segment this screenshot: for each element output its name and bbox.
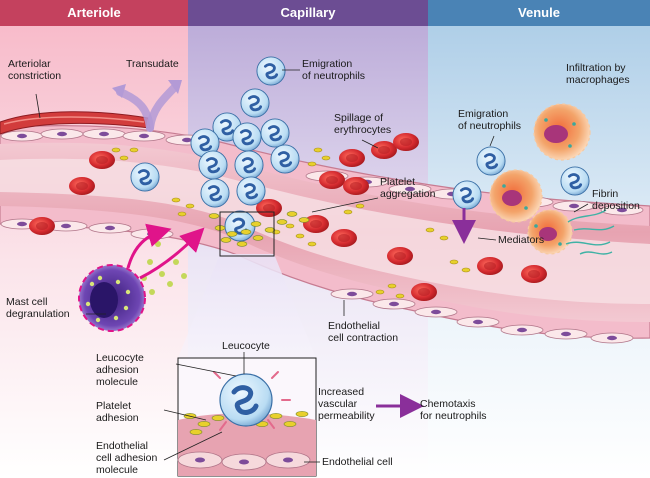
header-capillary: Capillary <box>280 5 336 20</box>
macrophages <box>489 103 591 255</box>
label-transudate: Transudate <box>126 58 179 70</box>
label-platelet-adhesion: Platelet adhesion <box>96 400 139 424</box>
magnifier-source-box <box>219 211 275 257</box>
platelet-aggregate <box>208 211 310 247</box>
label-chemotaxis: Chemotaxis for neutrophils <box>420 398 487 422</box>
fibrin-strands <box>565 209 615 255</box>
platelets <box>111 147 471 299</box>
header-venule: Venule <box>518 5 560 20</box>
label-mediators: Mediators <box>498 234 545 246</box>
venule-header-bar <box>428 0 650 26</box>
degranulation-arrows <box>126 223 205 280</box>
header-arteriole: Arteriole <box>67 5 121 20</box>
transudate-arrows <box>112 80 182 132</box>
magnifier-beam <box>178 254 316 358</box>
label-emigration-neutrophils-top: Emigration of neutrophils <box>302 58 366 82</box>
label-endothelial-adhesion-molecule: Endothelial cell adhesion molecule <box>96 440 158 476</box>
leader-lines <box>35 69 589 463</box>
label-leucocyte: Leucocyte <box>222 340 270 352</box>
label-increased-permeability: Increased vascular permeability <box>318 386 375 422</box>
label-emigration-neutrophils-right: Emigration of neutrophils <box>458 108 522 132</box>
label-arteriolar-constriction: Arteriolar constriction <box>8 58 62 82</box>
label-mast-cell-degranulation: Mast cell degranulation <box>6 296 70 320</box>
label-leucocyte-adhesion-molecule: Leucocyte adhesion molecule <box>96 352 144 388</box>
arteriole-header-bar <box>0 0 188 26</box>
label-spillage-erythrocytes: Spillage of erythrocytes <box>334 112 392 136</box>
capillary-header-bar <box>188 0 428 26</box>
label-endothelial-cell: Endothelial cell <box>322 456 393 468</box>
label-platelet-aggregation: Platelet aggregation <box>380 176 436 200</box>
label-fibrin-deposition: Fibrin deposition <box>592 188 640 212</box>
label-infiltration-macrophages: Infiltration by macrophages <box>566 62 630 86</box>
inset-panel <box>177 357 317 477</box>
mast-cell <box>78 241 187 332</box>
label-endothelial-contraction: Endothelial cell contraction <box>328 320 399 344</box>
